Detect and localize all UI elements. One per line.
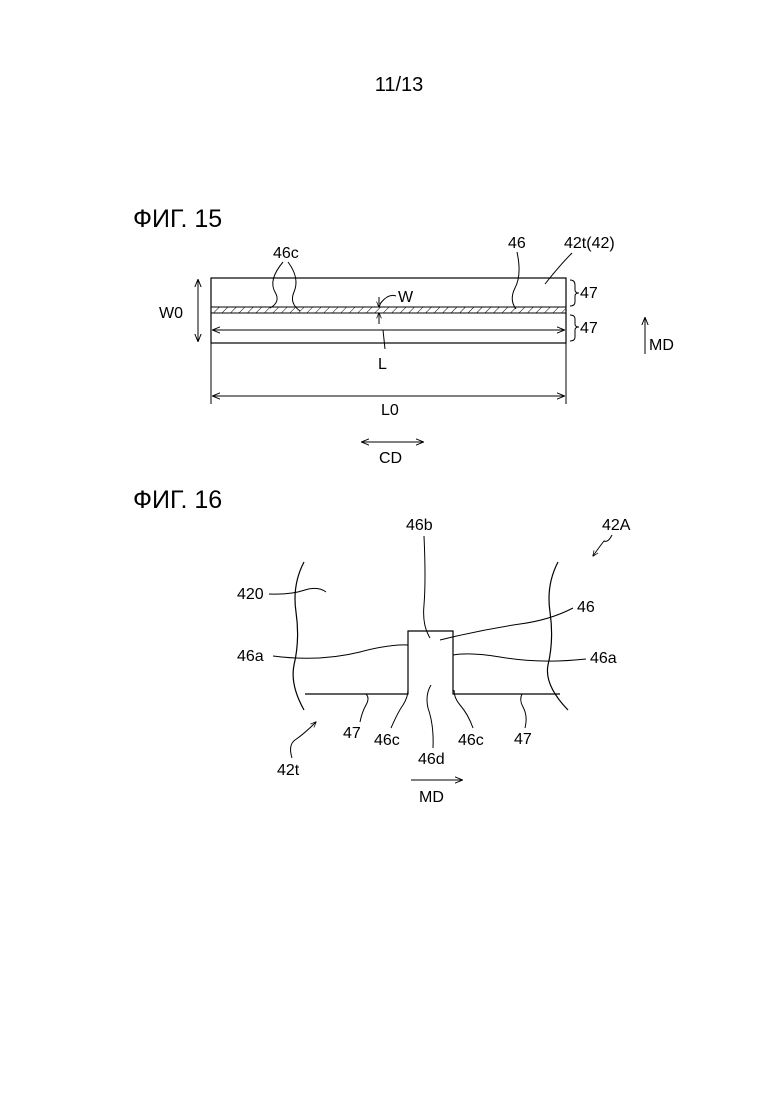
label-47-bottom: 47 bbox=[580, 320, 598, 337]
label-W: W bbox=[398, 289, 414, 306]
arrow-42A bbox=[593, 535, 612, 556]
figure-15-title: ФИГ. 15 bbox=[133, 205, 222, 233]
leader-46b bbox=[424, 536, 430, 638]
leader-46c-b bbox=[288, 262, 300, 311]
label-46c: 46c bbox=[273, 245, 299, 262]
leader-46c-left bbox=[391, 690, 408, 728]
brace-47-top bbox=[570, 280, 579, 306]
label-420: 420 bbox=[237, 586, 264, 603]
label-46-fig16: 46 bbox=[577, 599, 595, 616]
leader-46 bbox=[512, 252, 519, 309]
label-CD: CD bbox=[379, 450, 402, 467]
label-42t: 42t bbox=[277, 762, 300, 779]
figure-15: ФИГ. 15 L W0 W L0 47 47 46c 46 42t( bbox=[133, 205, 674, 467]
label-46a-right: 46a bbox=[590, 650, 617, 667]
leader-420 bbox=[269, 588, 326, 594]
leader-47-right bbox=[521, 694, 526, 728]
label-42t42: 42t(42) bbox=[564, 235, 615, 252]
leader-L bbox=[383, 330, 385, 349]
label-46a-left: 46a bbox=[237, 648, 264, 665]
label-46: 46 bbox=[508, 235, 526, 252]
figure-16-title: ФИГ. 16 bbox=[133, 486, 222, 514]
joint-strip bbox=[211, 307, 566, 313]
leader-46c-right bbox=[454, 690, 473, 728]
leader-46a-left bbox=[273, 645, 408, 658]
arrow-42t bbox=[291, 722, 316, 758]
label-46c-right: 46c bbox=[458, 732, 484, 749]
break-line-right bbox=[547, 562, 568, 710]
label-47-left: 47 bbox=[343, 725, 361, 742]
leader-42t42 bbox=[545, 253, 572, 284]
label-47-right: 47 bbox=[514, 731, 532, 748]
leader-46-fig16 bbox=[440, 608, 573, 640]
label-L: L bbox=[378, 356, 387, 373]
label-46d: 46d bbox=[418, 751, 445, 768]
leader-47-left bbox=[360, 694, 368, 722]
label-W0: W0 bbox=[159, 305, 183, 322]
label-42A: 42A bbox=[602, 517, 631, 534]
leader-46c-a bbox=[270, 262, 283, 308]
label-L0: L0 bbox=[381, 402, 399, 419]
sheet-edge-with-tab bbox=[305, 631, 560, 694]
leader-46d bbox=[427, 685, 433, 748]
break-line-left bbox=[293, 562, 304, 710]
brace-47-bottom bbox=[570, 315, 579, 341]
leader-W bbox=[380, 295, 396, 304]
page-number: 11/13 bbox=[375, 74, 424, 96]
label-MD-fig16: MD bbox=[419, 789, 444, 806]
label-46b: 46b bbox=[406, 517, 433, 534]
figure-16: ФИГ. 16 42A 46b 420 46 46a 46a 46c 46c 4… bbox=[133, 486, 631, 806]
label-46c-left: 46c bbox=[374, 732, 400, 749]
leader-46a-right bbox=[453, 654, 586, 661]
label-MD-fig15: MD bbox=[649, 337, 674, 354]
label-47-top: 47 bbox=[580, 285, 598, 302]
